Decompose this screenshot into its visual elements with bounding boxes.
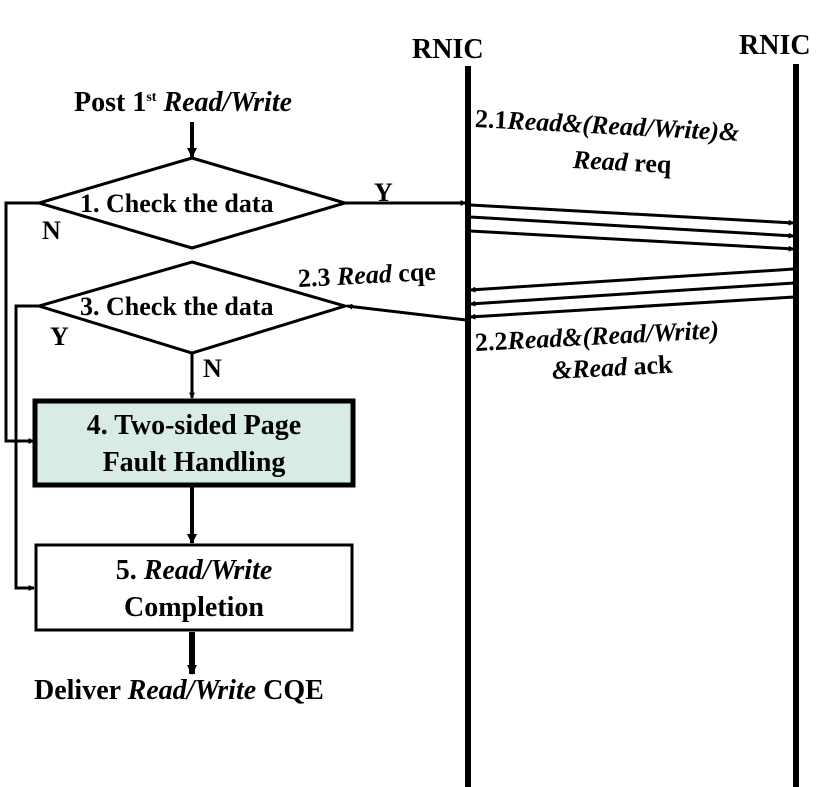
check1-yes-label: Y	[374, 178, 393, 207]
post-prefix: Post 1	[74, 87, 147, 118]
msg23-op: Read	[336, 259, 393, 291]
check1-label: 1. Check the data	[80, 189, 274, 218]
check-data-diamond-1	[33, 156, 351, 250]
msg22-op2: &Read	[551, 352, 628, 385]
deliver-op: Read/Write	[127, 675, 257, 706]
post-sup: st	[146, 90, 157, 105]
ack-arrow-2	[469, 281, 795, 307]
msg21-line2: Read req	[572, 145, 673, 180]
deliver-prefix: Deliver	[34, 675, 128, 706]
page-fault-handling-box	[32, 398, 356, 488]
msg21-suffix: req	[633, 148, 673, 180]
msg22-suffix: ack	[632, 349, 674, 381]
msg21-op2: Read	[572, 145, 629, 177]
step4-line2: Fault Handling	[102, 447, 286, 478]
msg23-num: 2.3	[297, 262, 332, 293]
rnic-left-label: RNIC	[412, 34, 484, 65]
arrow-check1-no	[4, 201, 39, 444]
post-label: Post 1st Read/Write	[74, 89, 292, 117]
step5-prefix: 5.	[115, 555, 144, 586]
read-write-completion-box	[34, 543, 354, 632]
ack-arrow-3	[469, 295, 795, 320]
step5-line2: Completion	[124, 592, 264, 623]
msg22-line2: &Read ack	[551, 349, 674, 385]
msg21-num: 2.1	[474, 104, 509, 135]
step5-line1: 5. Read/Write	[36, 557, 352, 585]
request-arrow-3	[469, 229, 795, 252]
msg22-num: 2.2	[474, 326, 509, 357]
check3-no-label: N	[203, 354, 222, 383]
msg23-suffix: cqe	[397, 256, 437, 288]
check1-no-label: N	[42, 216, 61, 245]
rnic-right-label: RNIC	[739, 30, 811, 61]
check3-label: 3. Check the data	[80, 292, 274, 321]
arrow-check3-yes	[14, 304, 39, 591]
arrow-read-cqe	[346, 303, 467, 322]
ack-arrow-1	[469, 267, 795, 293]
step4-line1: 4. Two-sided Page	[86, 410, 302, 441]
step5-op: Read/Write	[143, 555, 273, 586]
deliver-label: Deliver Read/Write CQE	[34, 677, 324, 705]
post-op: Read/Write	[163, 87, 293, 118]
check3-yes-label: Y	[50, 322, 69, 351]
deliver-suffix: CQE	[263, 675, 324, 706]
request-arrow-1	[469, 203, 795, 226]
request-arrow-2	[469, 215, 795, 239]
